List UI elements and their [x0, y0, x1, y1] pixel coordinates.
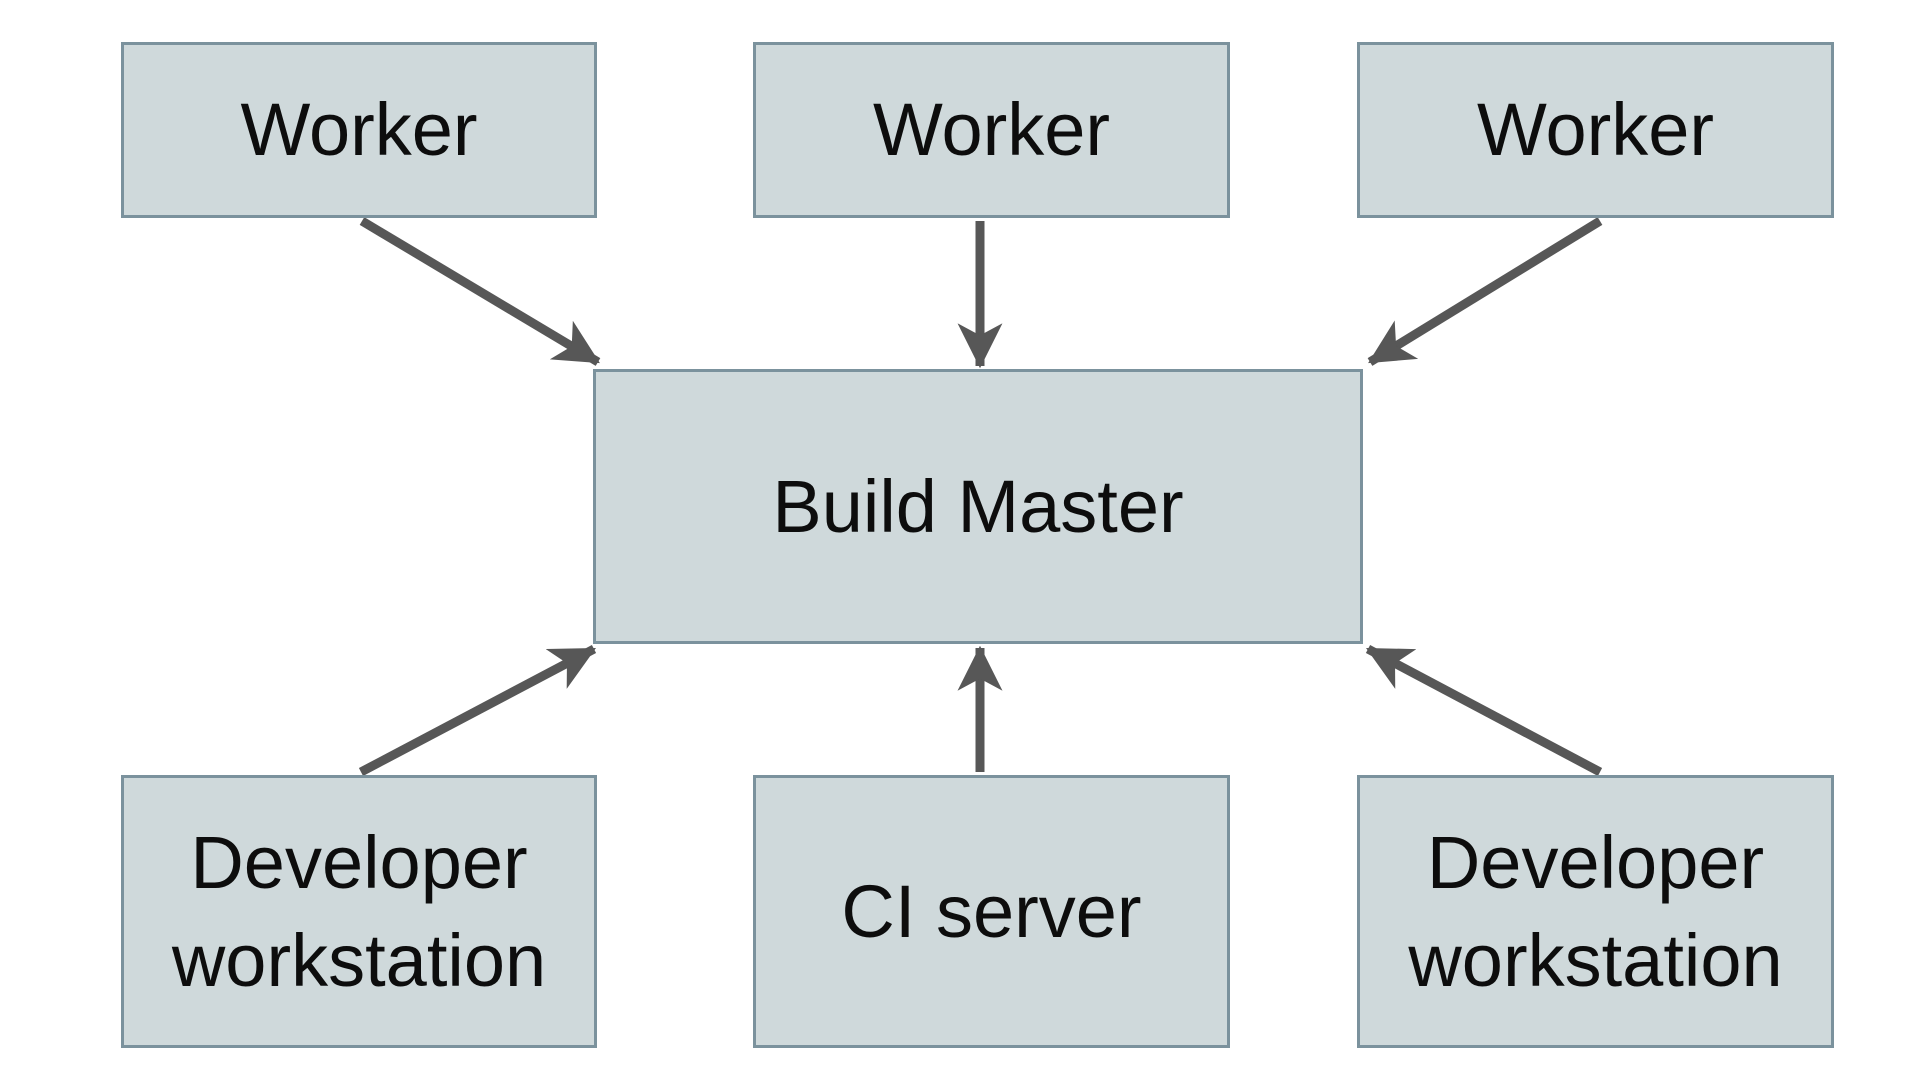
node-developer-workstation-left-label: Developer workstation: [171, 820, 547, 1002]
node-ci-server-label: CI server: [841, 869, 1142, 953]
node-worker-1-label: Worker: [240, 88, 478, 172]
node-worker-2-label: Worker: [872, 88, 1111, 172]
node-worker-1: Worker: [121, 42, 597, 218]
arrow-worker-right-to-build-master: [1367, 217, 1603, 366]
node-developer-workstation-right-label: Developer workstation: [1408, 820, 1783, 1002]
node-developer-workstation-left: Developer workstation: [121, 775, 597, 1048]
node-developer-workstation-right: Developer workstation: [1357, 775, 1834, 1048]
node-worker-3: Worker: [1357, 42, 1834, 218]
node-ci-server: CI server: [753, 775, 1230, 1048]
node-worker-3-label: Worker: [1476, 88, 1715, 172]
arrow-dev-left-to-build-master: [358, 645, 597, 776]
node-build-master-label: Build Master: [772, 464, 1184, 548]
arrow-worker-left-to-build-master: [359, 217, 601, 366]
node-build-master: Build Master: [593, 369, 1363, 644]
node-worker-2: Worker: [753, 42, 1230, 218]
arrow-dev-right-to-build-master: [1365, 645, 1603, 776]
